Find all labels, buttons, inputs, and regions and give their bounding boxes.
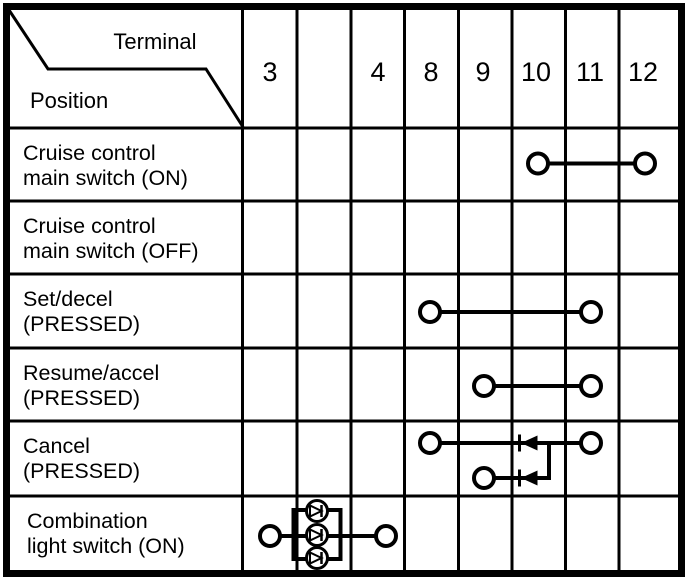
row-label-set-decel-line2: (PRESSED) — [23, 312, 140, 336]
terminal-header-4: 4 — [370, 57, 385, 87]
corner-label-position: Position — [30, 88, 108, 113]
connections-layer — [258, 151, 657, 570]
terminal-header-3: 3 — [262, 57, 277, 87]
diode-arrow-left-icon — [521, 435, 538, 451]
diode-arrow-right-icon — [309, 550, 324, 566]
terminal-contact-circle — [472, 374, 496, 398]
terminal-contact-circle — [579, 300, 603, 324]
terminal-contact-circle — [374, 524, 398, 548]
diode-arrow-right-icon — [309, 503, 324, 519]
corner-label-terminal: Terminal — [113, 29, 196, 54]
row-label-set-decel-line1: Set/decel — [23, 287, 113, 311]
terminal-header-10: 10 — [521, 57, 551, 87]
terminal-header-11: 11 — [576, 57, 604, 87]
terminal-contact-circle — [418, 300, 442, 324]
terminal-header-12: 12 — [628, 57, 658, 87]
diode-arrow-right-icon — [309, 527, 324, 543]
row-label-resume-accel-line1: Resume/accel — [23, 361, 159, 385]
row-label-resume-accel-line2: (PRESSED) — [23, 386, 140, 410]
row-label-combination-line2: light switch (ON) — [27, 534, 185, 558]
corner-diagonal-divider — [7, 9, 245, 128]
row-label-cancel-line1: Cancel — [23, 434, 90, 458]
terminal-contact-circle — [579, 374, 603, 398]
terminal-header-8: 8 — [423, 57, 438, 87]
row-label-cruise-off-line1: Cruise control — [23, 214, 156, 238]
row-label-cruise-off-line2: main switch (OFF) — [23, 239, 199, 263]
row-label-cancel-line2: (PRESSED) — [23, 459, 140, 483]
row-label-cruise-on-line2: main switch (ON) — [23, 166, 188, 190]
diode-arrow-left-icon — [521, 470, 538, 486]
table-outer-border — [3, 3, 685, 577]
terminal-contact-circle — [579, 431, 603, 455]
terminal-contact-circle — [472, 466, 496, 490]
terminal-contact-circle — [418, 431, 442, 455]
terminal-contact-circle — [633, 151, 657, 176]
row-label-combination-line1: Combination — [27, 509, 148, 533]
terminal-contact-circle — [526, 151, 550, 176]
table-grid — [3, 3, 685, 577]
terminal-contact-circle — [258, 524, 282, 548]
terminal-header-9: 9 — [475, 57, 490, 87]
row-label-cruise-on-line1: Cruise control — [23, 141, 156, 165]
